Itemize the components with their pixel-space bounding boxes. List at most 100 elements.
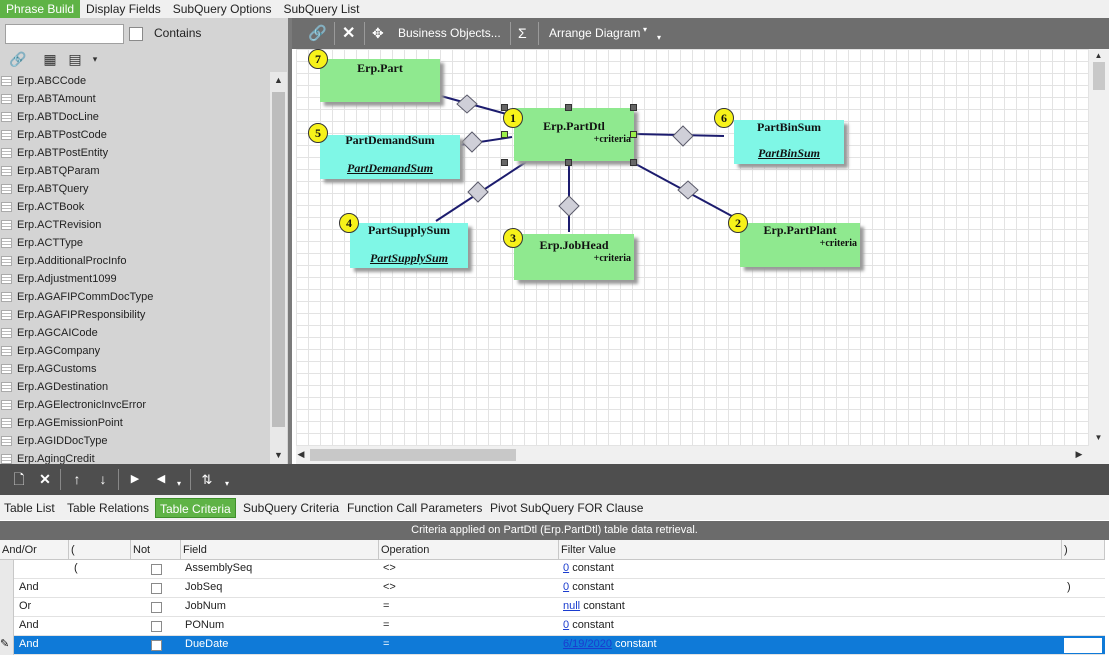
column-header-left-paren[interactable]: ( (69, 540, 131, 560)
operation-cell[interactable]: = (383, 600, 390, 612)
scroll-thumb[interactable] (310, 449, 516, 461)
tab-table-relations[interactable]: Table Relations (67, 501, 150, 515)
scroll-left-icon[interactable]: ◀ (297, 449, 305, 459)
new-icon[interactable]: 🗋 (13, 471, 25, 487)
table-list-item[interactable]: Erp.ACTBook (0, 198, 270, 216)
not-checkbox[interactable] (151, 583, 162, 594)
tab-subquery-list[interactable]: SubQuery List (283, 2, 360, 16)
right-paren-editor[interactable] (1063, 637, 1103, 654)
field-cell[interactable]: JobSeq (185, 581, 223, 593)
filter-value-link[interactable]: 0 (563, 562, 570, 574)
indent-left-icon[interactable]: ◀ (156, 473, 166, 485)
node-erp-jobhead[interactable]: Erp.JobHead +criteria (514, 234, 634, 280)
table-list-item[interactable]: Erp.ACTType (0, 234, 270, 252)
scroll-right-icon[interactable]: ▶ (1075, 449, 1083, 459)
row-indicator[interactable] (0, 598, 14, 617)
selection-handle[interactable] (630, 159, 637, 166)
criteria-row[interactable]: Or JobNum = null constant (0, 598, 1105, 617)
table-list-item[interactable]: Erp.AGCustoms (0, 360, 270, 378)
filter-value-cell[interactable]: null constant (560, 598, 1060, 617)
filter-value-link[interactable]: 0 (563, 619, 570, 631)
selection-handle[interactable] (501, 131, 508, 138)
right-paren-cell[interactable] (1064, 560, 1104, 579)
scroll-down-icon[interactable]: ▼ (1094, 433, 1103, 442)
table-list-item[interactable]: Erp.AGDestination (0, 378, 270, 396)
diagram-vertical-scrollbar[interactable]: ▲ ▼ (1089, 49, 1109, 446)
node-partdemandsum[interactable]: PartDemandSum PartDemandSum (320, 133, 460, 179)
chevron-down-icon[interactable]: ▾ (224, 479, 229, 488)
pane-splitter[interactable] (288, 18, 292, 464)
dropdown-arrow-icon[interactable]: ▾ (643, 25, 648, 34)
filter-value-link[interactable]: 6/19/2020 (563, 638, 612, 650)
filter-value-link[interactable]: null (563, 600, 581, 612)
column-header-operation[interactable]: Operation (379, 540, 559, 560)
table-list-item[interactable]: Erp.ABTPostCode (0, 126, 270, 144)
field-cell[interactable]: JobNum (185, 600, 226, 612)
operation-cell[interactable]: = (383, 619, 390, 631)
column-header-and-or[interactable]: And/Or (0, 540, 69, 560)
tab-table-list[interactable]: Table List (4, 501, 55, 515)
filter-value-cell[interactable]: 0 constant (560, 560, 1060, 579)
delete-icon[interactable]: ✕ (342, 25, 356, 42)
table-list-item[interactable]: Erp.AGCAICode (0, 324, 270, 342)
right-paren-cell[interactable]: ) (1067, 581, 1071, 593)
node-erp-partdtl[interactable]: Erp.PartDtl +criteria (514, 108, 634, 161)
criteria-row[interactable]: (AssemblySeq<>0 constant (0, 560, 1105, 579)
node-subquery-link[interactable]: PartBinSum (757, 146, 821, 160)
indent-right-icon[interactable]: ▶ (130, 473, 140, 485)
left-paren-cell[interactable] (71, 598, 129, 617)
scroll-up-icon[interactable]: ▲ (1094, 51, 1103, 60)
left-paren-cell[interactable] (71, 617, 129, 636)
table-list-item[interactable]: Erp.AGAFIPResponsibility (0, 306, 270, 324)
tab-function-call-parameters[interactable]: Function Call Parameters (347, 501, 483, 515)
node-subquery-link[interactable]: PartDemandSum (346, 161, 433, 175)
column-header-right-paren[interactable]: ) (1062, 540, 1105, 560)
business-objects-icon[interactable]: ✥ (372, 25, 384, 41)
table-list-item[interactable]: Erp.AGAFIPCommDocType (0, 288, 270, 306)
column-header-filter-value[interactable]: Filter Value (559, 540, 1062, 560)
left-paren-cell[interactable]: ( (74, 562, 78, 574)
business-objects-button[interactable]: Business Objects... (398, 26, 501, 40)
tab-table-criteria[interactable]: Table Criteria (155, 498, 236, 518)
not-checkbox[interactable] (151, 602, 162, 613)
table-options-icon[interactable]: ▤ (68, 51, 82, 67)
left-paren-cell[interactable] (71, 579, 129, 598)
tab-phrase-build[interactable]: Phrase Build (0, 0, 81, 18)
selection-handle[interactable] (501, 159, 508, 166)
table-list-item[interactable]: Erp.AGElectronicInvcError (0, 396, 270, 414)
node-erp-partplant[interactable]: Erp.PartPlant +criteria (740, 223, 860, 267)
and-or-cell[interactable]: And (19, 638, 39, 650)
row-indicator[interactable] (0, 617, 14, 636)
arrange-diagram-button[interactable]: Arrange Diagram (549, 26, 641, 40)
row-indicator[interactable] (0, 579, 14, 598)
chevron-down-icon[interactable]: ▾ (176, 479, 181, 488)
not-checkbox[interactable] (151, 564, 162, 575)
scroll-thumb[interactable] (1093, 62, 1105, 90)
right-paren-cell[interactable] (1064, 598, 1104, 617)
not-checkbox[interactable] (151, 621, 162, 632)
selection-handle[interactable] (565, 159, 572, 166)
tab-subquery-options[interactable]: SubQuery Options (172, 2, 272, 16)
right-paren-cell[interactable] (1064, 617, 1104, 636)
chevron-down-icon[interactable]: ▾ (92, 54, 98, 64)
move-up-icon[interactable]: ↑ (73, 471, 81, 487)
tab-display-fields[interactable]: Display Fields (86, 2, 161, 16)
sort-az-icon[interactable]: ⇅ (201, 472, 213, 487)
table-list-scrollbar[interactable]: ▲ ▼ (270, 72, 287, 464)
node-erp-part[interactable]: Erp.Part (320, 59, 440, 102)
scroll-down-icon[interactable]: ▼ (270, 447, 287, 464)
and-or-cell[interactable] (16, 560, 68, 579)
field-cell[interactable]: AssemblySeq (185, 562, 253, 574)
left-paren-cell[interactable] (71, 636, 129, 655)
and-or-cell[interactable]: Or (19, 600, 32, 612)
filter-value-link[interactable]: 0 (563, 581, 570, 593)
link-icon[interactable]: 🔗 (9, 51, 27, 67)
table-list-item[interactable]: Erp.ABTAmount (0, 90, 270, 108)
node-partsupplysum[interactable]: PartSupplySum PartSupplySum (350, 223, 468, 268)
table-list-item[interactable]: Erp.ABTDocLine (0, 108, 270, 126)
scroll-up-icon[interactable]: ▲ (270, 72, 287, 89)
table-list-item[interactable]: Erp.Adjustment1099 (0, 270, 270, 288)
